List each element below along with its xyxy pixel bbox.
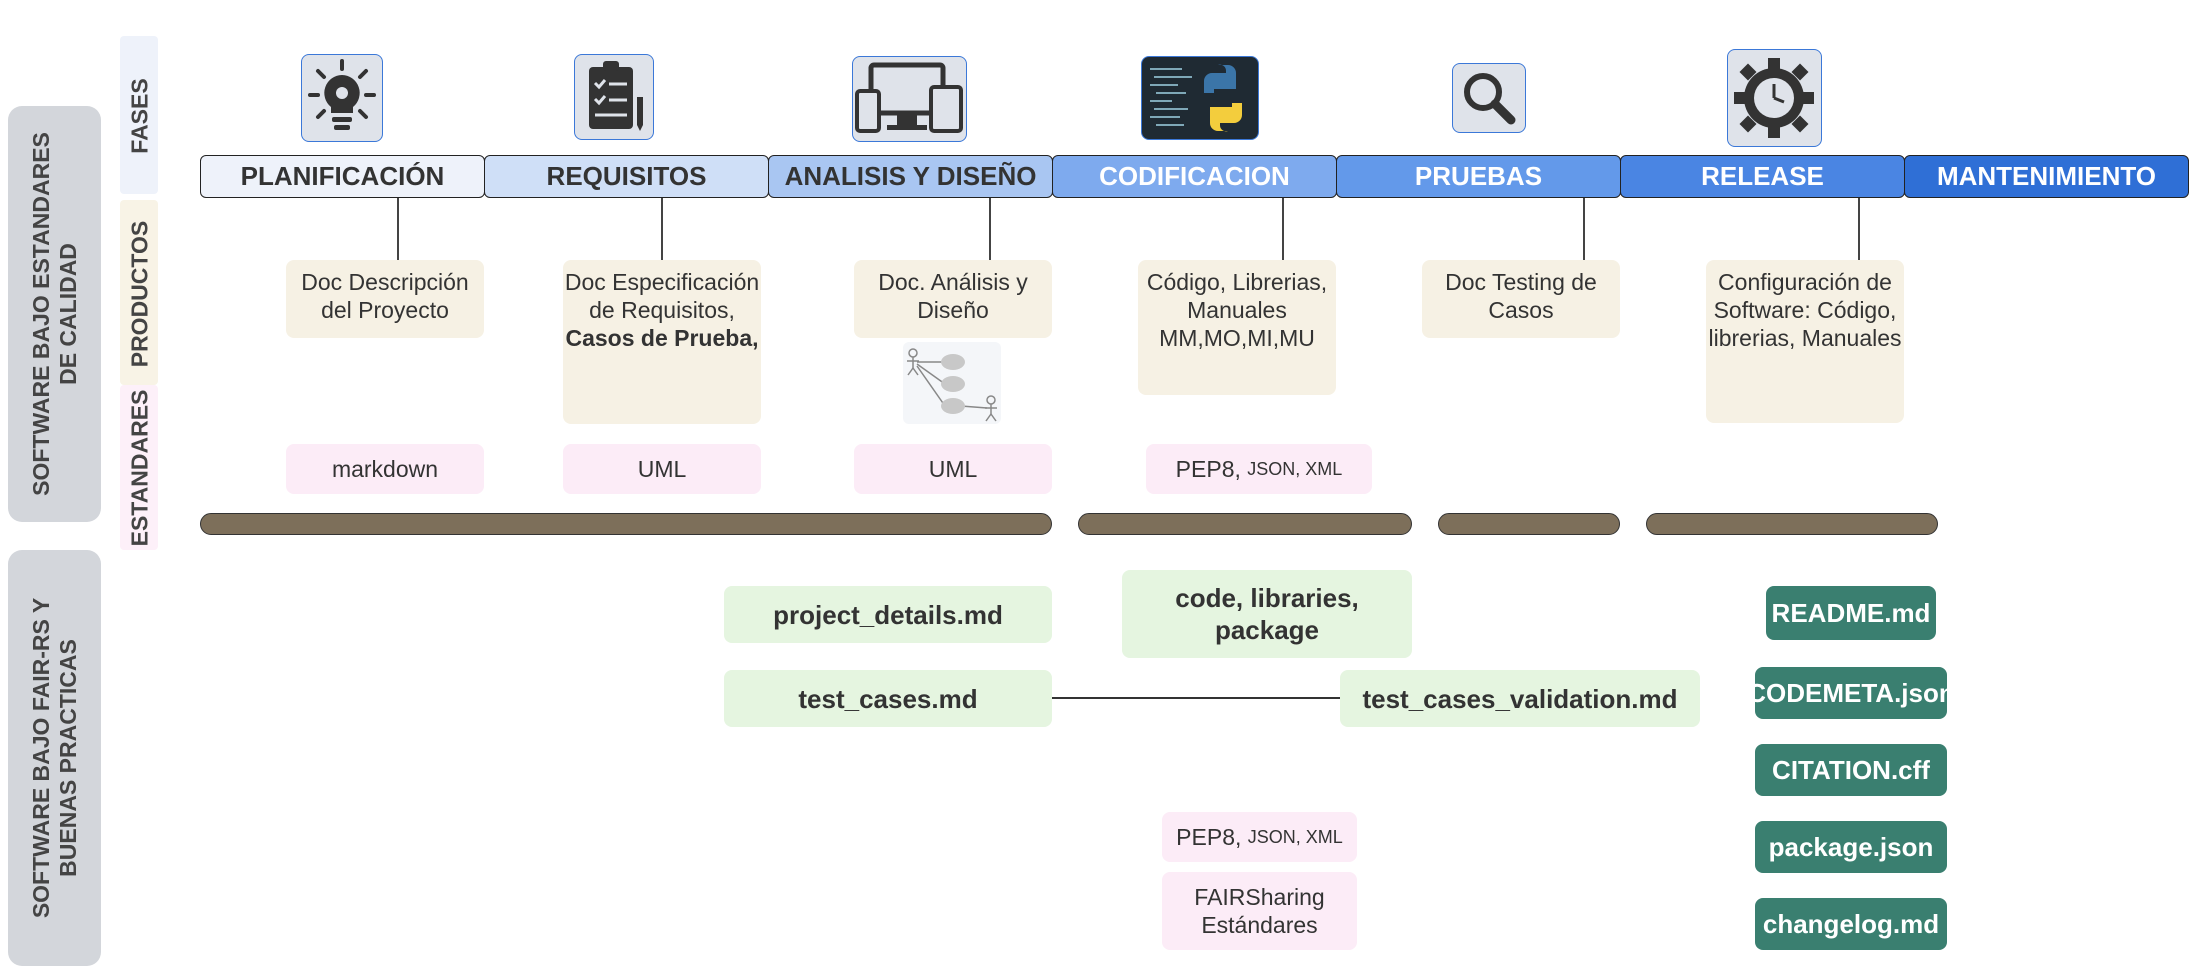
lightbulb-gear-icon: [301, 54, 383, 142]
product-release: Configuración de Software: Código, libre…: [1706, 260, 1904, 423]
file-test-cases: test_cases.md: [724, 670, 1052, 727]
release-file-changelog: changelog.md: [1755, 898, 1947, 950]
product-requisitos-text: Doc Especificación de Requisitos,: [564, 269, 760, 323]
timeline-bar: [1438, 513, 1620, 535]
productos-label-bg: [120, 200, 158, 385]
fair-standard-pep8-small: JSON, XML: [1247, 827, 1343, 847]
devices-icon: [852, 56, 967, 142]
phase-planificacion: PLANIFICACIÓN: [200, 155, 485, 198]
release-file-readme: README.md: [1766, 586, 1936, 640]
estandares-label: ESTANDARES: [126, 389, 153, 547]
fair-side-panel: [8, 550, 101, 966]
phase-requisitos: REQUISITOS: [484, 155, 769, 198]
magnifier-icon: [1452, 63, 1526, 133]
standard-codificacion: PEP8, JSON, XML: [1146, 444, 1372, 494]
fair-standard-pep8-main: PEP8,: [1176, 824, 1242, 850]
standard-codificacion-main: PEP8,: [1175, 456, 1241, 482]
release-file-package: package.json: [1755, 821, 1947, 873]
product-codificacion: Código, Librerias, Manuales MM,MO,MI,MU: [1138, 260, 1336, 395]
standard-requisitos: UML: [563, 444, 761, 494]
connector-line: [1282, 198, 1284, 260]
clipboard-checklist-icon: [574, 54, 654, 140]
phase-release: RELEASE: [1620, 155, 1905, 198]
product-requisitos: Doc Especificación de Requisitos, Casos …: [563, 260, 761, 424]
product-planificacion: Doc Descripción del Proyecto: [286, 260, 484, 338]
standard-analisis: UML: [854, 444, 1052, 494]
release-file-codemeta: CODEMETA.json: [1755, 667, 1947, 719]
phase-mantenimiento: MANTENIMIENTO: [1904, 155, 2189, 198]
standard-codificacion-small: JSON, XML: [1247, 459, 1343, 479]
product-analisis: Doc. Análisis y Diseño: [854, 260, 1052, 338]
timeline-bar: [1078, 513, 1412, 535]
link-line: [1052, 697, 1340, 699]
connector-line: [1583, 198, 1585, 260]
connector-line: [989, 198, 991, 260]
timeline-bar: [1646, 513, 1938, 535]
file-code-libraries: code, libraries, package: [1122, 570, 1412, 658]
fases-label-bg: [120, 36, 158, 194]
standard-planificacion: markdown: [286, 444, 484, 494]
connector-line: [1858, 198, 1860, 260]
fair-standard-fairsharing: FAIRSharing Estándares: [1162, 872, 1357, 950]
productos-label: PRODUCTOS: [126, 220, 153, 368]
connector-line: [661, 198, 663, 260]
connector-line: [397, 198, 399, 260]
product-pruebas: Doc Testing de Casos: [1422, 260, 1620, 338]
fair-standard-pep8: PEP8, JSON, XML: [1162, 812, 1357, 862]
quality-side-label: SOFTWARE BAJO ESTANDARES DE CALIDAD: [28, 132, 81, 496]
phase-pruebas: PRUEBAS: [1336, 155, 1621, 198]
phase-analisis-diseno: ANALISIS Y DISEÑO: [768, 155, 1053, 198]
fases-label: FASES: [126, 78, 153, 154]
file-project-details: project_details.md: [724, 586, 1052, 643]
phase-codificacion: CODIFICACION: [1052, 155, 1337, 198]
release-file-citation: CITATION.cff: [1755, 744, 1947, 796]
python-code-icon: [1141, 56, 1259, 140]
file-test-cases-validation: test_cases_validation.md: [1340, 670, 1700, 727]
gear-clock-icon: [1727, 49, 1822, 147]
estandares-label-bg: [120, 385, 158, 550]
fair-side-label: SOFTWARE BAJO FAIR-RS Y BUENAS PRACTICAS: [28, 597, 81, 919]
quality-side-panel: [8, 106, 101, 522]
use-case-diagram-icon: [903, 342, 1001, 424]
product-requisitos-bold: Casos de Prueba,: [565, 325, 759, 351]
timeline-bar: [200, 513, 1052, 535]
